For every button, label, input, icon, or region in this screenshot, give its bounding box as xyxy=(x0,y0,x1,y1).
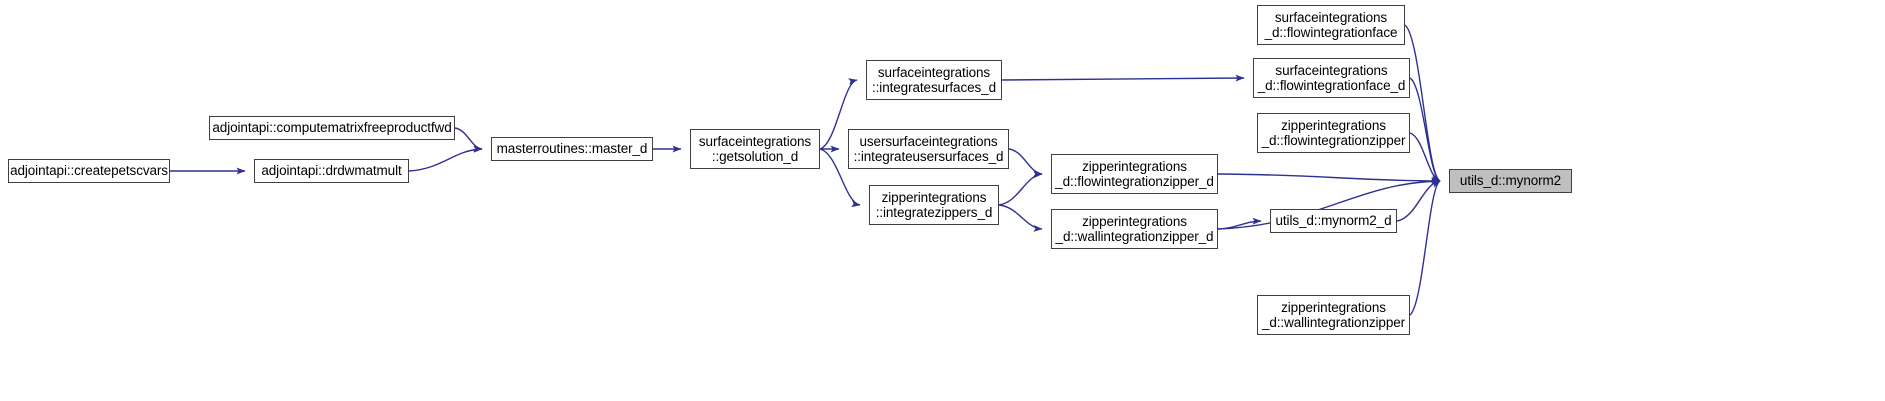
graph-node-createpetscvars[interactable]: adjointapi::createpetscvars xyxy=(8,159,170,183)
graph-node-computematrixfreeproductfwd[interactable]: adjointapi::computematrixfreeproductfwd xyxy=(209,116,455,140)
graph-edge-mynorm2_d-to-mynorm2 xyxy=(1396,178,1441,222)
graph-node-label: utils_d::mynorm2 xyxy=(1459,173,1562,189)
graph-node-label: surfaceintegrations _d::flowintegrationf… xyxy=(1264,9,1398,41)
graph-node-drdwmatmult[interactable]: adjointapi::drdwmatmult xyxy=(254,159,409,183)
graph-edge-flowintegrationface_d-to-mynorm2 xyxy=(1409,77,1441,182)
graph-node-label: zipperintegrations ::integratezippers_d xyxy=(875,189,993,221)
graph-node-label: zipperintegrations _d::flowintegrationzi… xyxy=(1055,158,1214,190)
graph-node-label: usersurfaceintegrations ::integrateusers… xyxy=(853,133,1004,165)
graph-node-flowintegrationface_d[interactable]: surfaceintegrations _d::flowintegrationf… xyxy=(1253,58,1410,98)
graph-edge-flowintegrationzipper-to-mynorm2 xyxy=(1409,132,1441,184)
graph-edge-integrateusersurfaces_d-to-flowintegrationzipper_d xyxy=(1008,148,1043,177)
graph-node-master_d[interactable]: masterroutines::master_d xyxy=(491,137,653,161)
graph-edge-flowintegrationzipper_d-to-mynorm2 xyxy=(1217,173,1441,185)
graph-edge-wallintegrationzipper_d-to-mynorm2_d xyxy=(1217,217,1262,230)
graph-node-label: zipperintegrations _d::wallintegrationzi… xyxy=(1055,213,1214,245)
graph-node-flowintegrationzipper_d[interactable]: zipperintegrations _d::flowintegrationzi… xyxy=(1051,154,1218,194)
graph-node-integrateusersurfaces_d[interactable]: usersurfaceintegrations ::integrateusers… xyxy=(848,129,1009,169)
graph-edge-computematrixfreeproductfwd-to-master_d xyxy=(454,127,483,152)
graph-node-label: surfaceintegrations ::integratesurfaces_… xyxy=(872,64,996,96)
graph-node-mynorm2_d[interactable]: utils_d::mynorm2_d xyxy=(1270,209,1397,233)
graph-node-getsolution_d[interactable]: surfaceintegrations ::getsolution_d xyxy=(690,129,820,169)
graph-edge-integratesurfaces_d-to-flowintegrationface_d xyxy=(1001,74,1245,82)
graph-node-wallintegrationzipper_d[interactable]: zipperintegrations _d::wallintegrationzi… xyxy=(1051,209,1218,249)
graph-edge-wallintegrationzipper-to-mynorm2 xyxy=(1409,180,1441,316)
graph-node-mynorm2[interactable]: utils_d::mynorm2 xyxy=(1449,169,1572,193)
graph-node-flowintegrationface[interactable]: surfaceintegrations _d::flowintegrationf… xyxy=(1257,5,1405,45)
graph-node-label: adjointapi::drdwmatmult xyxy=(261,163,402,179)
graph-node-label: zipperintegrations _d::flowintegrationzi… xyxy=(1261,117,1406,149)
graph-node-wallintegrationzipper[interactable]: zipperintegrations _d::wallintegrationzi… xyxy=(1257,295,1410,335)
graph-node-label: adjointapi::computematrixfreeproductfwd xyxy=(212,120,452,136)
graph-node-label: utils_d::mynorm2_d xyxy=(1275,213,1392,229)
graph-node-label: zipperintegrations _d::wallintegrationzi… xyxy=(1261,299,1406,331)
graph-node-label: adjointapi::createpetscvars xyxy=(10,163,168,179)
graph-node-flowintegrationzipper[interactable]: zipperintegrations _d::flowintegrationzi… xyxy=(1257,113,1410,153)
graph-edge-integratezippers_d-to-flowintegrationzipper_d xyxy=(998,171,1043,206)
graph-node-label: surfaceintegrations _d::flowintegrationf… xyxy=(1257,62,1406,94)
graph-node-integratezippers_d[interactable]: zipperintegrations ::integratezippers_d xyxy=(869,185,999,225)
graph-node-integratesurfaces_d[interactable]: surfaceintegrations ::integratesurfaces_… xyxy=(866,60,1002,100)
graph-edge-drdwmatmult-to-master_d xyxy=(408,145,483,172)
graph-edge-flowintegrationface-to-mynorm2 xyxy=(1404,24,1441,182)
graph-edge-integratezippers_d-to-wallintegrationzipper_d xyxy=(998,204,1043,232)
graph-node-label: surfaceintegrations ::getsolution_d xyxy=(698,133,812,165)
graph-node-label: masterroutines::master_d xyxy=(496,141,648,157)
